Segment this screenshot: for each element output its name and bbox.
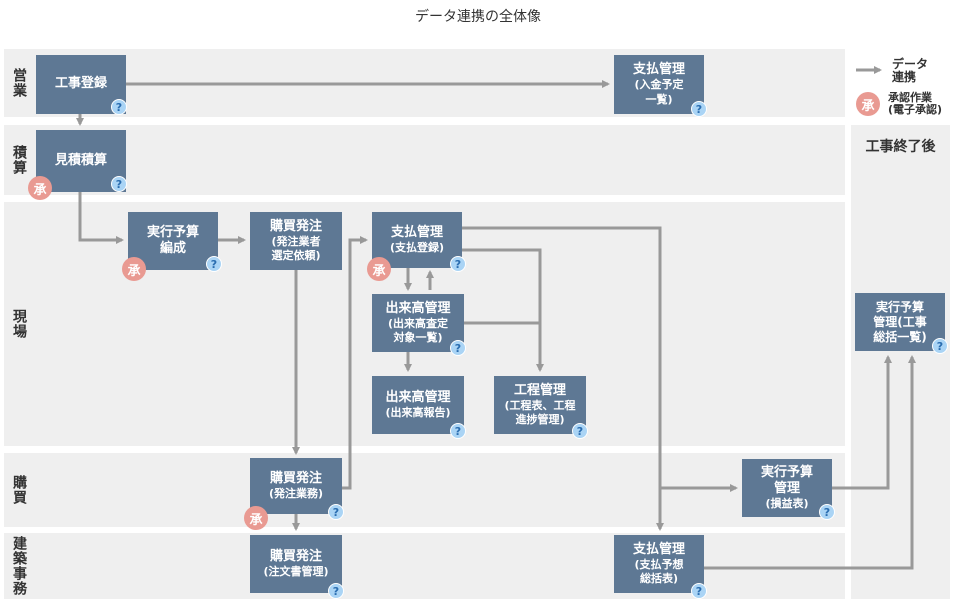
box-sub-text: (出来高報告) [385,405,451,419]
lane-estimate [4,125,845,195]
lane-label-purchase: 購買 [11,475,28,505]
box-main-text: 購買発注 [269,548,322,564]
legend-approval-text: 承認作業 (電子承認) [888,91,943,117]
after-completion-label: 工事終了後 [865,139,936,155]
arrow-mitsumori-to-jikko [78,192,124,244]
box-shiharai-toroku[interactable]: 支払管理 (支払登録) [372,212,462,268]
arrow-soneki-to-soukatsu [832,355,892,490]
box-main-text: 出来高管理 [385,389,451,405]
box-main-text: 支払管理 [390,224,443,240]
box-main-text: 購買発注 [269,218,322,234]
approval-icon: 承 [122,257,146,281]
box-sub-text: (支払登録) [389,240,445,254]
box-main-text: 実行予算 編成 [146,224,199,256]
box-sub-text: (工程表、工程 進捗管理) [504,398,576,427]
box-main-text: 支払管理 [632,541,685,557]
box-sub-text: (出来高査定 対象一覧) [387,316,449,345]
box-dekidaka-hokoku[interactable]: 出来高管理 (出来高報告) [372,376,464,434]
box-main-text: 見積積算 [54,152,107,168]
box-shiharai-yoso[interactable]: 支払管理 (支払予想 総括表) [614,535,704,593]
box-sub-text: (発注業者 選定依頼) [271,234,321,263]
box-main-text: 実行予算 管理(工事 総括一覧) [873,299,927,344]
help-icon[interactable]: ? [111,99,127,115]
box-jikko-soukatsu[interactable]: 実行予算 管理(工事 総括一覧) [855,293,945,351]
help-icon[interactable]: ? [206,256,222,272]
page-title: データ連携の全体像 [415,9,541,25]
box-konyu-chumon[interactable]: 購買発注 (注文書管理) [250,535,342,593]
help-icon[interactable]: ? [450,423,466,439]
box-main-text: 支払管理 [632,62,685,78]
box-sub-text: (損益表) [765,497,809,511]
arrow-shiharai-to-kotei [462,248,544,372]
help-icon[interactable]: ? [450,256,466,272]
box-konyu-irai[interactable]: 購買発注 (発注業者 選定依頼) [250,212,342,270]
box-sub-text: (入金予定 一覧) [634,78,684,106]
arrow-shiharai-to-yoso [462,226,664,531]
box-konyu-gyomu[interactable]: 購買発注 (発注業務) [250,458,342,514]
help-icon[interactable]: ? [819,504,835,520]
box-jikko-soneki[interactable]: 実行予算 管理 (損益表) [742,459,832,517]
help-icon[interactable]: ? [111,176,127,192]
box-main-text: 購買発注 [269,470,322,486]
after-completion-area [851,125,950,599]
box-kotei[interactable]: 工程管理 (工程表、工程 進捗管理) [494,376,586,434]
box-main-text: 実行予算 管理 [760,464,813,496]
box-sub-text: (注文書管理) [263,564,329,578]
lane-label-site: 現場 [11,309,28,339]
box-sub-text: (発注業務) [268,486,324,500]
lane-label-estimate: 積算 [11,145,28,175]
legend-approval-icon: 承 [856,92,880,116]
arrow-yoso-to-soukatsu [704,355,916,570]
lane-label-sales: 営業 [11,68,28,98]
box-main-text: 工事登録 [54,76,107,92]
help-icon[interactable]: ? [691,583,707,599]
box-main-text: 出来高管理 [385,300,451,316]
help-icon[interactable]: ? [328,583,344,599]
legend-data-link-text: データ 連携 [892,57,929,85]
box-main-text: 工程管理 [513,382,566,398]
help-icon[interactable]: ? [328,504,344,520]
help-icon[interactable]: ? [450,340,466,356]
box-sub-text: (支払予想 総括表) [634,557,684,586]
box-dekidaka-satei[interactable]: 出来高管理 (出来高査定 対象一覧) [372,294,464,352]
box-shiharai-nyukin[interactable]: 支払管理 (入金予定 一覧) [614,55,704,114]
approval-icon: 承 [28,176,52,200]
approval-icon: 承 [367,257,391,281]
help-icon[interactable]: ? [691,101,707,117]
lane-label-office: 建築事務 [11,536,28,596]
help-icon[interactable]: ? [932,338,948,354]
lane-purchase [4,453,845,527]
approval-icon: 承 [244,506,268,530]
arrow-gyomu-to-shiharai [342,236,368,490]
help-icon[interactable]: ? [572,423,588,439]
